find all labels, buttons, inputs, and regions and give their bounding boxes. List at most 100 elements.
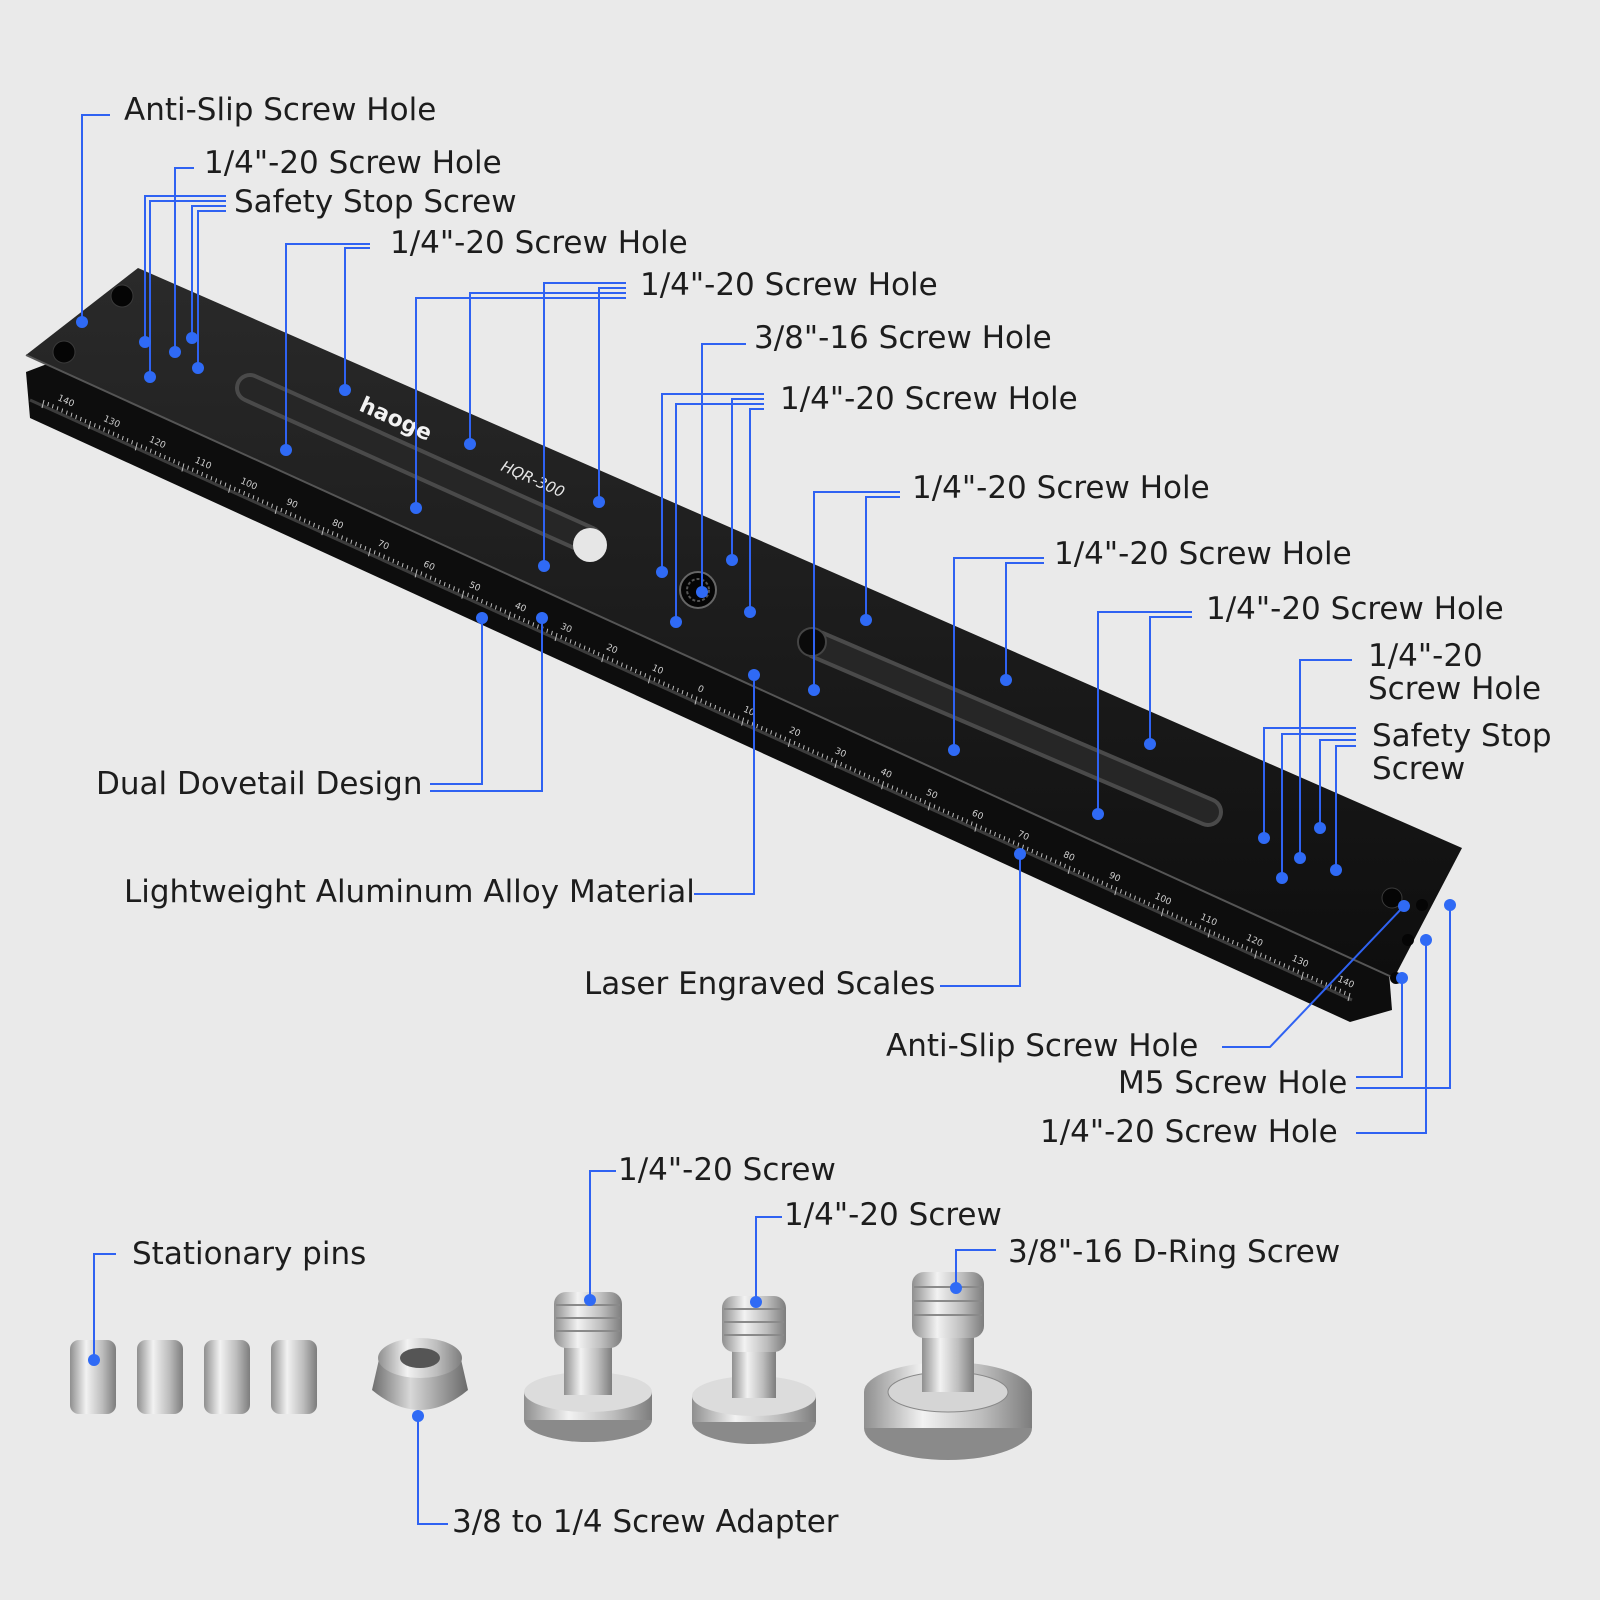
scale-tick-minor (765, 728, 768, 733)
scale-tick-minor (476, 596, 479, 602)
scale-tick-minor (1124, 891, 1127, 896)
scale-tick-major (787, 738, 791, 747)
scale-tick-minor (756, 723, 759, 729)
scale-tick-minor (583, 645, 586, 650)
scale-number: 40 (879, 767, 894, 781)
scale-number: 60 (422, 560, 437, 574)
scale-tick-minor (285, 510, 288, 515)
scale-tick-minor (401, 562, 404, 568)
scale-tick-major (694, 696, 698, 705)
scale-tick-minor (159, 452, 162, 458)
scale-number: 30 (559, 622, 574, 636)
scale-tick-minor (639, 670, 642, 676)
scale-tick-minor (518, 615, 521, 621)
scale-tick-minor (676, 687, 679, 693)
scale-tick-major (134, 442, 138, 451)
scale-tick-major (274, 505, 278, 515)
scale-tick-minor (1315, 978, 1318, 983)
scale-tick-minor (569, 639, 572, 644)
scale-tick-minor (154, 450, 157, 455)
scale-tick-minor (1269, 956, 1272, 962)
scale-tick-minor (131, 440, 134, 445)
scale-tick-minor (327, 529, 330, 534)
scale-tick-minor (681, 690, 684, 695)
callout-lines (81, 114, 1451, 1525)
scale-tick-minor (616, 660, 619, 665)
plate-side (26, 356, 1392, 1022)
scale-tick-major (1347, 992, 1351, 1002)
scale-tick-minor (397, 560, 399, 566)
label-d-ring-screw: 3/8"-16 D-Ring Screw (1008, 1234, 1341, 1270)
scale-tick-minor (70, 412, 73, 417)
scale-tick-minor (536, 624, 539, 629)
scale-tick-minor (1082, 872, 1085, 877)
scale-tick-minor (187, 465, 190, 470)
scale-number: 20 (604, 643, 619, 657)
scale-tick-minor (424, 573, 427, 578)
label-screw-adapter: 3/8 to 1/4 Screw Adapter (452, 1504, 839, 1540)
scale-tick-minor (1203, 927, 1206, 932)
callout-dots (76, 316, 1456, 1422)
scale-tick-major (1207, 929, 1211, 938)
scale-tick-minor (359, 543, 362, 549)
scale-tick-minor (429, 575, 432, 580)
scale-tick-minor (420, 571, 423, 576)
scale-tick-minor (1036, 850, 1038, 856)
scale-tick-minor (793, 740, 796, 746)
scale-tick-minor (485, 601, 488, 606)
scale-tick-minor (1227, 937, 1230, 943)
scale-tick-minor (438, 579, 441, 585)
scale-tick-minor (93, 423, 96, 428)
scale-tick-minor (1031, 848, 1034, 854)
scale-tick-minor (1236, 942, 1239, 947)
label-quarter-20-screw-a: 1/4"-20 Screw (618, 1152, 836, 1188)
scale-tick-major (368, 548, 371, 557)
scale-tick-minor (961, 817, 964, 822)
scale-tick-minor (826, 755, 829, 760)
scale-tick-minor (443, 582, 446, 587)
scale-number: 0 (696, 684, 706, 696)
scale-tick-minor (257, 497, 260, 502)
scale-tick-minor (1003, 836, 1006, 841)
scale-tick-minor (807, 747, 810, 752)
scale-tick-minor (1259, 952, 1262, 957)
scale-tick-minor (490, 603, 493, 608)
scale-tick-major (1300, 971, 1304, 980)
label-quarter-20-screw-hole-side: 1/4"-20 Screw Hole (1040, 1114, 1338, 1150)
scale-tick-major (741, 717, 745, 726)
scale-tick-major (41, 399, 45, 409)
scale-tick-minor (1292, 967, 1295, 972)
scale-tick-minor (574, 641, 577, 646)
scale-tick-minor (1334, 986, 1337, 991)
scale-tick-minor (714, 704, 717, 710)
scale-tick-minor (313, 522, 316, 527)
scale-tick-minor (145, 446, 148, 451)
scale-tick-minor (798, 742, 801, 748)
scale-tick-minor (1245, 946, 1248, 951)
scale-tick-minor (1129, 893, 1132, 898)
scale-tick-minor (56, 406, 59, 411)
scale-tick-minor (219, 480, 222, 485)
scale-tick-minor (751, 721, 754, 727)
scale-tick-minor (1222, 935, 1225, 940)
scale-tick-major (228, 484, 232, 493)
scale-tick-minor (770, 730, 773, 735)
scale-tick-minor (914, 795, 917, 801)
scale-tick-minor (1073, 867, 1076, 873)
scale-tick-minor (336, 533, 339, 538)
scale-tick-minor (849, 766, 852, 771)
scale-tick-minor (956, 814, 959, 820)
scale-tick-minor (47, 401, 50, 407)
scale-tick-minor (966, 819, 969, 824)
scale-tick-minor (1045, 855, 1048, 860)
scale-number: 20 (787, 726, 802, 740)
scale-tick-minor (448, 584, 451, 589)
scale-tick-minor (196, 469, 199, 475)
scale-tick-minor (1241, 944, 1244, 949)
scale-tick-minor (1250, 948, 1253, 953)
scale-tick-minor (1306, 973, 1309, 979)
scale-tick-minor (779, 734, 782, 739)
scale-tick-minor (168, 457, 171, 462)
scale-tick-minor (1077, 870, 1080, 875)
scale-tick-minor (1040, 853, 1043, 858)
